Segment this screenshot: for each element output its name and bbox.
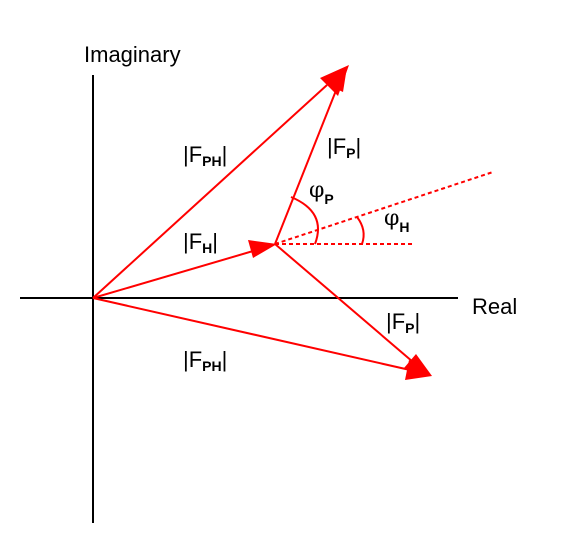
fph-upper-arrowhead <box>320 65 349 96</box>
fp-upper-arrowhead-overlap <box>330 67 347 92</box>
fph-lower-label: |FPH| <box>183 347 227 374</box>
phi-h-angle-arc <box>356 216 365 245</box>
fh-label: |FH| <box>183 229 218 256</box>
fh-arrowhead <box>248 240 277 258</box>
fh-extension-dotted-line <box>274 171 494 245</box>
fph-upper-label: |FPH| <box>183 142 227 169</box>
fph-upper-vector-line <box>92 84 328 299</box>
fp-upper-vector-line <box>274 87 338 245</box>
imaginary-axis-label: Imaginary <box>84 42 181 67</box>
fh-vector-line <box>92 248 261 299</box>
fp-lower-arrowhead <box>404 354 432 376</box>
fp-lower-vector-line <box>274 243 414 363</box>
phi-p-angle-arc <box>290 196 319 245</box>
fph-lower-vector-line <box>92 297 411 371</box>
phi-p-label: φP <box>309 178 334 207</box>
fp-upper-label: |FP| <box>327 134 361 161</box>
real-axis-label: Real <box>472 294 517 319</box>
fp-lower-label: |FP| <box>386 309 420 336</box>
fph-lower-arrowhead <box>405 360 432 380</box>
phi-h-label: φH <box>384 206 410 235</box>
